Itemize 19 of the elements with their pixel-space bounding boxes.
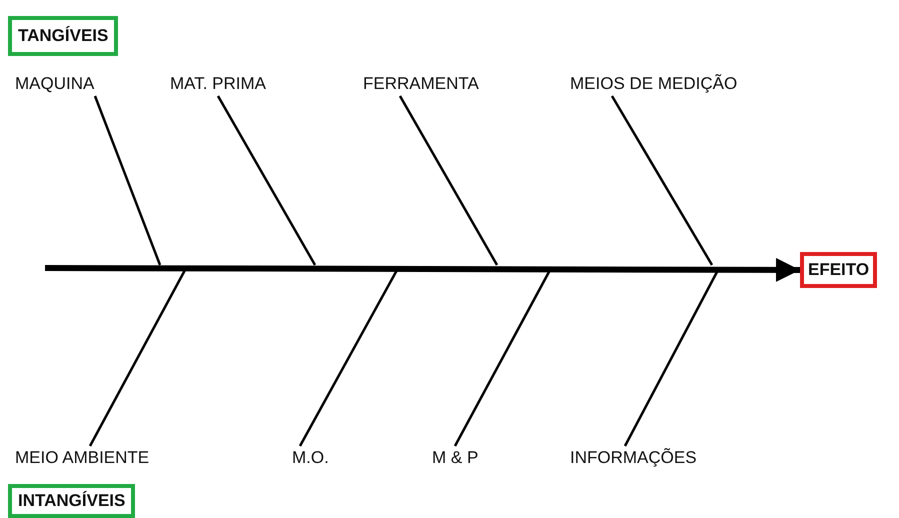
cause-label: INFORMAÇÕES [570,448,697,468]
category-label: TANGÍVEIS [8,16,118,56]
cause-label: FERRAMENTA [363,74,479,94]
spine-arrow [45,258,800,282]
cause-label: MEIO AMBIENTE [15,448,150,468]
cause-label: M.O. [292,448,329,468]
bone-line [94,96,162,266]
bone-line [298,269,398,447]
cause-label: MAT. PRIMA [170,74,266,94]
bone-line [398,95,498,266]
bone-line [216,95,316,266]
category-label: INTANGÍVEIS [8,484,136,518]
cause-label: M & P [432,448,478,468]
cause-label: MEIOS DE MEDIÇÃO [570,74,738,94]
effect-label: EFEITO [800,252,878,288]
bone-line [88,269,186,447]
bone-line [454,269,552,447]
cause-label: MAQUINA [15,74,94,94]
bone-line [610,95,714,266]
